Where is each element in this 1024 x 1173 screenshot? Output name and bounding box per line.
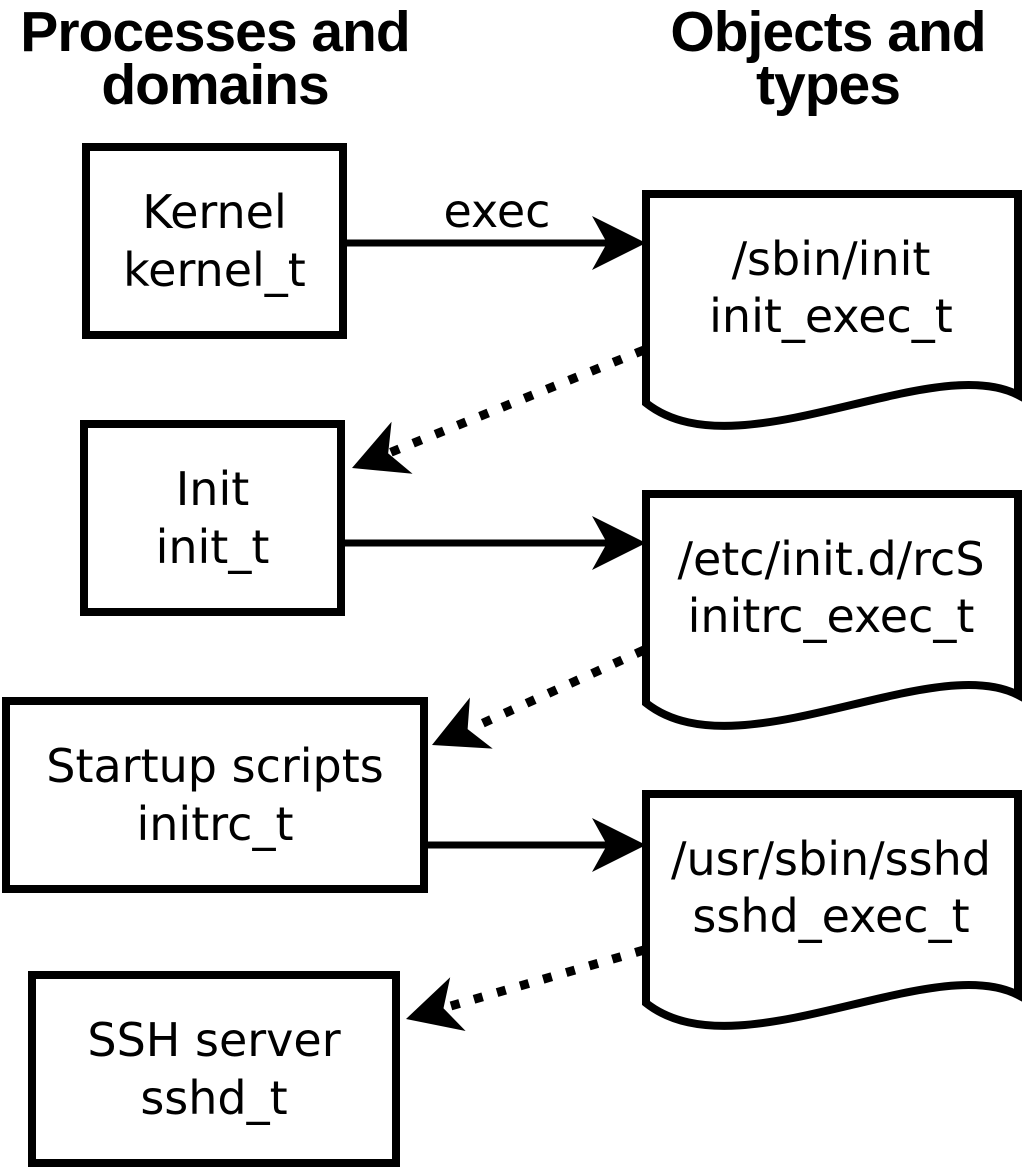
process-box-ssh-server: SSH server sshd_t [28, 971, 400, 1167]
object-box-sbin-init: /sbin/init init_exec_t [646, 190, 1016, 386]
dotted-arrow-rcs-to-initrc [432, 645, 646, 749]
arrowhead [592, 516, 646, 570]
process-label: Kernel [142, 185, 287, 239]
solid-arrow-initrc-to-sshd [426, 818, 646, 872]
solid-arrow-kernel-to-sbin-init [347, 216, 646, 270]
process-domain-type: sshd_t [140, 1071, 288, 1125]
object-type: initrc_exec_t [687, 589, 975, 643]
dotted-arrow-sshd-exec-to-sshd [406, 945, 646, 1032]
object-type: sshd_exec_t [692, 889, 970, 943]
process-box-kernel: Kernel kernel_t [82, 143, 347, 339]
process-domain-type: init_t [155, 520, 270, 574]
exec-arrow-label: exec [443, 184, 551, 238]
process-box-init: Init init_t [80, 420, 345, 616]
object-type: init_exec_t [709, 289, 953, 343]
arrowhead [432, 697, 493, 749]
object-box-usr-sbin-sshd: /usr/sbin/sshd sshd_exec_t [646, 790, 1016, 986]
object-box-etc-initd-rcs: /etc/init.d/rcS initrc_exec_t [646, 490, 1016, 686]
dotted-arrow-sbin-init-to-init [352, 345, 646, 474]
object-path: /usr/sbin/sshd [671, 832, 991, 886]
process-label: Init [175, 462, 250, 516]
solid-arrow-init-to-rcs [345, 516, 646, 570]
document-shape-usr-sbin-sshd [642, 790, 1022, 1030]
column-header-objects-and-types: Objects and types [670, 0, 986, 117]
object-path: /etc/init.d/rcS [677, 532, 985, 586]
arrowhead [352, 421, 413, 474]
arrowhead [592, 216, 646, 270]
process-box-startup-scripts: Startup scripts initrc_t [2, 697, 428, 893]
column-header-processes-and-domains: Processes and domains [20, 0, 410, 117]
document-shape-etc-initd-rcs [642, 490, 1022, 730]
process-label: Startup scripts [46, 739, 384, 793]
process-label: SSH server [87, 1013, 341, 1067]
object-path: /sbin/init [731, 232, 931, 286]
process-domain-type: initrc_t [136, 797, 294, 851]
process-domain-type: kernel_t [123, 243, 306, 297]
arrowhead [592, 818, 646, 872]
document-shape-sbin-init [642, 190, 1022, 430]
arrowhead [406, 977, 466, 1032]
